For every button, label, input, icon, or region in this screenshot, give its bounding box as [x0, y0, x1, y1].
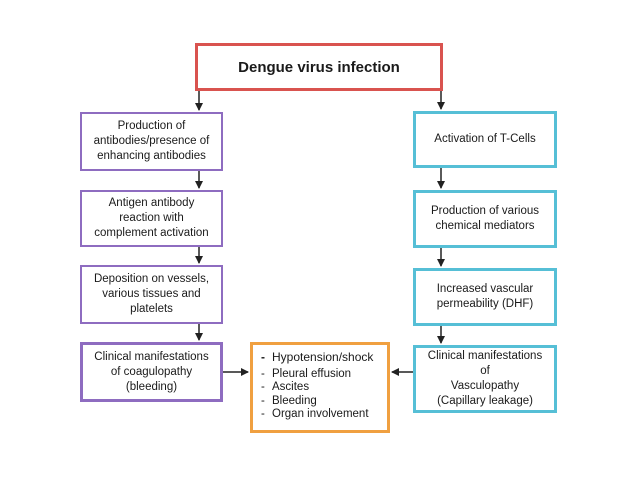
left-box-label: Clinical manifestations of coagulopathy …: [94, 350, 209, 393]
right-box-label: Activation of T-Cells: [434, 133, 536, 145]
center-box-manifestations: -Hypotension/shock -Pleural effusion -As…: [250, 342, 390, 433]
diagram-title: Dengue virus infection: [238, 58, 400, 76]
right-box-vasculopathy: Clinical manifestations of Vasculopathy …: [413, 345, 557, 413]
left-box-label: Deposition on vessels, various tissues a…: [93, 273, 210, 315]
left-box-antigen-antibody-reaction: Antigen antibody reaction with complemen…: [80, 190, 223, 247]
manifestation-list: -Hypotension/shock -Pleural effusion -As…: [261, 350, 374, 422]
right-box-t-cell-activation: Activation of T-Cells: [413, 111, 557, 168]
left-box-antibody-production: Production of antibodies/presence of enh…: [80, 112, 223, 171]
right-box-label: Clinical manifestations of Vasculopathy …: [427, 350, 543, 407]
left-box-coagulopathy: Clinical manifestations of coagulopathy …: [80, 342, 223, 402]
list-item: -Bleeding: [261, 394, 317, 407]
right-box-vascular-permeability: Increased vascular permeability (DHF): [413, 268, 557, 326]
right-box-label: Increased vascular permeability (DHF): [436, 283, 534, 310]
list-item: -Ascites: [261, 381, 310, 393]
list-item: -Hypotension/shock: [261, 350, 374, 364]
left-box-label: Antigen antibody reaction with complemen…: [94, 197, 209, 239]
title-box: Dengue virus infection: [195, 43, 443, 91]
right-box-chemical-mediators: Production of various chemical mediators: [413, 190, 557, 248]
left-box-label: Production of antibodies/presence of enh…: [93, 120, 210, 162]
left-box-deposition: Deposition on vessels, various tissues a…: [80, 265, 223, 324]
list-item: -Pleural effusion: [261, 367, 352, 380]
right-box-label: Production of various chemical mediators: [430, 205, 540, 232]
list-item: -Organ involvement: [261, 408, 369, 420]
